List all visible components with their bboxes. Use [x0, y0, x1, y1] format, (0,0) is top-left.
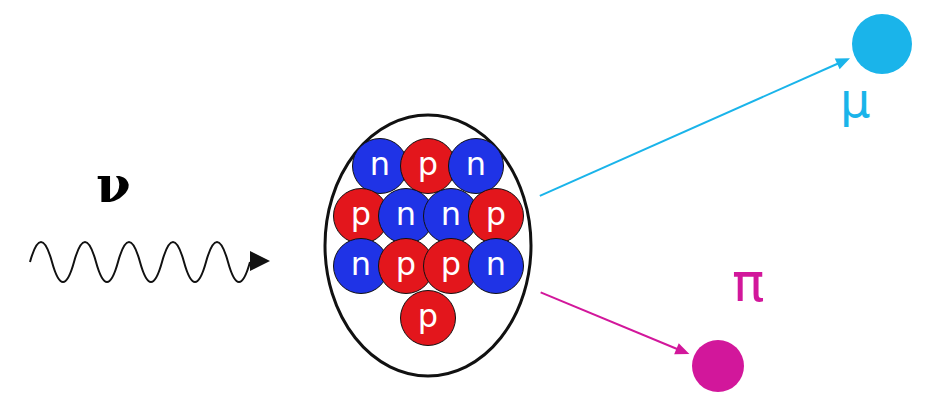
nucleon-letter: n — [486, 248, 506, 280]
nucleon-ball: n — [468, 238, 524, 294]
particle-track — [540, 58, 850, 196]
nucleon-ball: p — [468, 188, 524, 244]
track-line — [540, 62, 841, 196]
track-arrowhead — [674, 343, 689, 354]
track-line — [541, 292, 680, 350]
neutrino-wave — [30, 242, 250, 282]
nucleon-letter: n — [370, 148, 390, 180]
nucleus-ellipse — [325, 115, 531, 376]
nucleon-letter: p — [418, 148, 438, 180]
particle-label: π — [732, 256, 765, 310]
nucleon-letter: n — [396, 198, 416, 230]
nucleon-letter: n — [466, 148, 486, 180]
track-arrowhead — [835, 58, 850, 69]
nucleon-ball: p — [400, 290, 456, 346]
nucleon-letter: n — [441, 198, 461, 230]
particle-track — [541, 292, 690, 354]
particle-label: μ — [840, 76, 871, 124]
nucleon-ball: n — [448, 138, 504, 194]
nucleon-letter: p — [396, 248, 416, 280]
nucleon-letter: n — [351, 248, 371, 280]
nucleon-letter: p — [441, 248, 461, 280]
particle-dot: π — [692, 340, 744, 392]
neutrino-arrowhead — [250, 251, 270, 271]
nucleus-outline: npnpnnpnppnp — [323, 113, 533, 378]
particle-label: ν — [96, 160, 131, 210]
nucleon-letter: p — [418, 300, 438, 332]
nucleon-letter: p — [351, 198, 371, 230]
particle-dot: μ — [852, 14, 912, 74]
nucleon-letter: p — [486, 198, 506, 230]
